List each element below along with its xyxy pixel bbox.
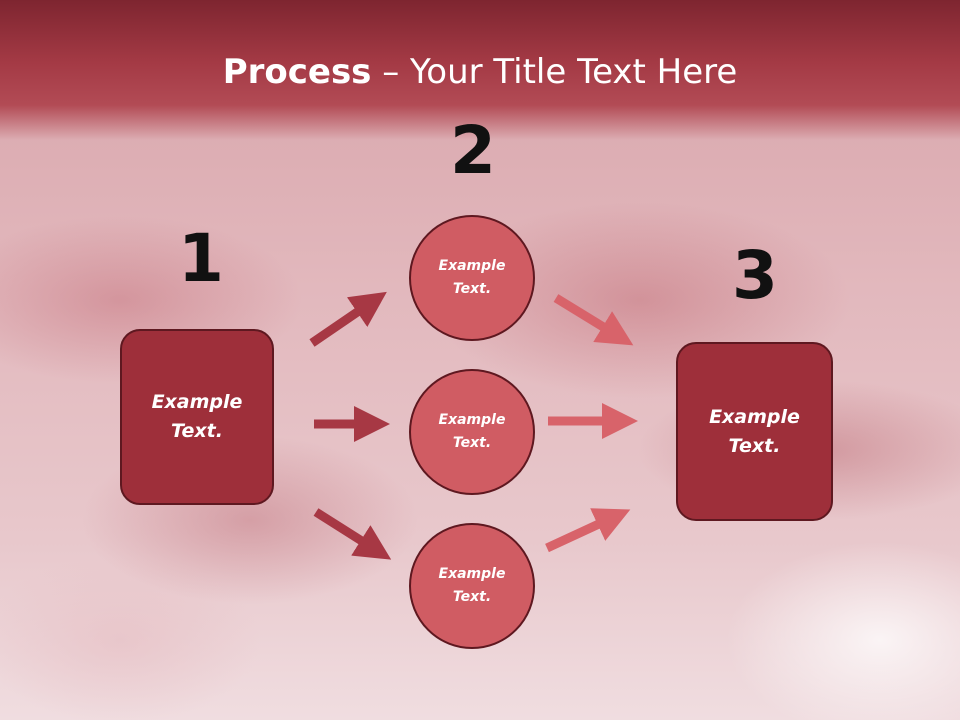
step-2-circle-middle: Example Text. [409,369,535,495]
step-3-box: Example Text. [676,342,833,521]
arrow-bottom-to-right [545,508,631,553]
title-rest: – Your Title Text Here [371,52,738,92]
step-2-circle-bottom: Example Text. [409,523,535,649]
arrow-left-to-bottom [313,508,392,560]
slide-title: Process – Your Title Text Here [0,52,960,92]
step-number-1: 1 [178,220,224,297]
arrow-left-to-top [309,291,387,347]
step-1-text: Example Text. [151,391,243,442]
step-3-text: Example Text. [709,405,800,457]
step-number-2: 2 [450,112,496,189]
step-2-circle-top: Example Text. [409,215,535,341]
title-band [0,0,960,140]
circle-bottom-text: Example Text. [438,566,506,605]
arrow-top-to-right [553,294,634,346]
step-1-box: Example Text. [120,329,274,505]
circle-top-text: Example Text. [438,258,506,297]
circle-middle-text: Example Text. [438,412,506,451]
title-bold: Process [222,52,372,92]
step-number-3: 3 [732,237,778,314]
